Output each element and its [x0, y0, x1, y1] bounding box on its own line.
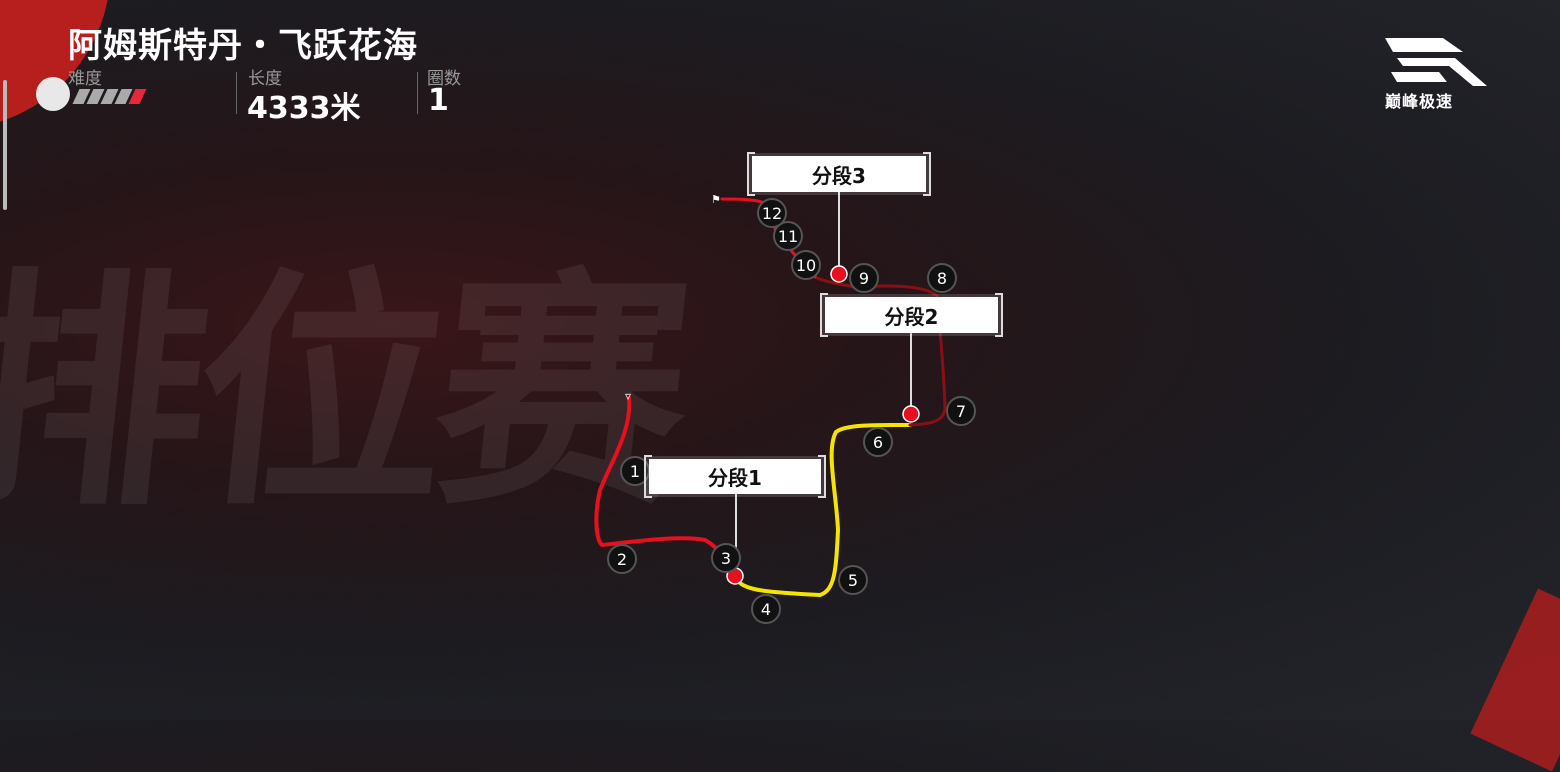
track-completed: [594, 396, 737, 578]
laps-value: 1: [428, 83, 449, 118]
segment-1-label[interactable]: 分段1: [644, 455, 826, 498]
brand-logo-text: 巅峰极速: [1385, 92, 1454, 111]
divider: [417, 72, 418, 114]
corner-marker: 8: [927, 263, 957, 293]
laps-label: 圈数: [427, 69, 461, 89]
start-icon: ▿: [625, 389, 631, 403]
corner-marker: 6: [863, 427, 893, 457]
segment-2-marker: [902, 405, 920, 423]
difficulty-icon: [36, 77, 70, 111]
difficulty-label: 难度: [68, 69, 102, 89]
corner-marker: 11: [773, 221, 803, 251]
corner-marker: 4: [751, 594, 781, 624]
corner-marker: 10: [791, 250, 821, 280]
corner-marker: 2: [607, 544, 637, 574]
corner-marker: 5: [838, 565, 868, 595]
corner-marker: 7: [946, 396, 976, 426]
length-value: 4333米: [247, 91, 361, 126]
finish-flag-icon: ⚑: [711, 193, 721, 206]
divider: [236, 72, 237, 114]
track-title: 阿姆斯特丹・飞跃花海: [68, 26, 418, 66]
scrollbar[interactable]: [3, 80, 7, 210]
track-map: ▿ ⚑: [594, 191, 947, 597]
corner-marker: 9: [849, 263, 879, 293]
corner-marker: 12: [757, 198, 787, 228]
track-upcoming: [813, 275, 947, 427]
segment-3-label[interactable]: 分段3: [747, 152, 931, 196]
segment-3-marker: [830, 265, 848, 283]
segment-2-label[interactable]: 分段2: [820, 293, 1003, 337]
length-label: 长度: [248, 69, 282, 89]
track-current: [733, 422, 912, 597]
brand-logo-icon: [1385, 38, 1487, 86]
corner-marker: 3: [711, 543, 741, 573]
